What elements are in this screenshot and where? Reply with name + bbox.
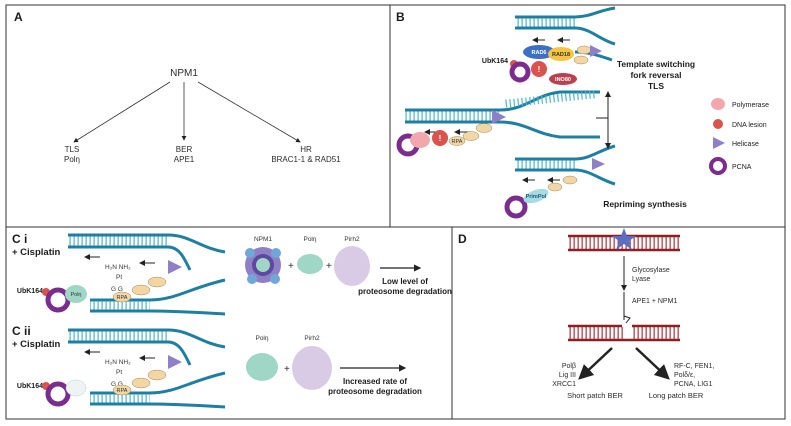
panel-b-label: B [396, 10, 405, 24]
legend: Polymerase DNA lesion Helicase PCNA [709, 98, 769, 175]
lesion-star-icon [612, 228, 636, 250]
ci-pol-label: Polη [70, 292, 81, 298]
helicase-icon [492, 110, 506, 124]
empty-polymerase-icon [65, 379, 87, 397]
pirh2-icon [292, 346, 332, 390]
ci-chem-pt: Pt [116, 274, 122, 281]
arrow-tls [73, 81, 171, 143]
ino80-label: INO80 [555, 77, 571, 83]
cii-pirh2-label: Pirh2 [304, 335, 320, 342]
panel-cii-label: C ii [12, 324, 31, 338]
branch-ber-line2: APE1 [174, 155, 195, 164]
panel-ci-label: C i [12, 232, 27, 246]
ci-rpa: RPA [117, 295, 128, 301]
cii-chem-nh: H₂N NH₂ [105, 359, 131, 366]
fork-middle [405, 90, 600, 139]
poleta-icon [297, 254, 323, 274]
ci-poleta-label: Polη [303, 236, 316, 243]
panel-ci-sub: + Cisplatin [12, 247, 60, 258]
rad6-label: RAD6 [532, 50, 547, 56]
pcna-ring-icon [504, 195, 528, 219]
poleta-icon [246, 353, 278, 381]
panel-a-label: A [14, 10, 23, 24]
panel-a-border [5, 4, 391, 228]
svg-text:+: + [326, 261, 332, 272]
legend-polymerase: Polymerase [732, 102, 769, 109]
lesion-icon [432, 130, 448, 146]
poleta-icon [65, 285, 87, 303]
ci-chem-gg: G G [111, 286, 123, 293]
lesion-mark: ! [538, 65, 541, 74]
pirh2-icon [334, 246, 370, 286]
cii-rpa: RPA [117, 388, 128, 394]
fork-ci [68, 233, 226, 316]
pcna-ring-icon [45, 381, 71, 407]
outcome-top-1: Template switching [617, 59, 695, 69]
d-short-3: XRCC1 [552, 381, 576, 388]
svg-text:+: + [284, 364, 290, 375]
outcome-bottom: Repriming synthesis [603, 199, 687, 209]
ci-ubk164: UbK164 [17, 288, 43, 295]
cii-result-1: Increased rate of [343, 377, 407, 386]
arrow-hr [197, 81, 301, 143]
polymerase-icon [711, 98, 725, 110]
legend-helicase: Helicase [732, 141, 759, 148]
lesion-mark: ! [439, 134, 442, 143]
d-short-title: Short patch BER [567, 391, 623, 400]
outcome-top-3: TLS [648, 81, 664, 91]
nicked-dna [568, 324, 680, 342]
panel-d-border [451, 226, 786, 420]
fork-top [515, 6, 616, 62]
branch-ber-line1: BER [176, 145, 193, 154]
npm1-root: NPM1 [170, 68, 198, 79]
legend-pcna: PCNA [732, 164, 752, 171]
outcome-top-2: fork reversal [630, 70, 681, 80]
d-long-3: PCNA, LIG1 [674, 381, 713, 388]
d-short-1: Polβ [562, 363, 576, 370]
ci-pirh2-label: Pirh2 [344, 236, 360, 243]
svg-text:+: + [288, 261, 294, 272]
cii-ubk164: UbK164 [17, 383, 43, 390]
branch-hr-line2: BRAC1-1 & RAD51 [271, 155, 341, 164]
branch-tls-line1: TLS [65, 145, 80, 154]
d-short-2: Lig III [559, 372, 576, 379]
cii-chem-gg: G G [111, 381, 123, 388]
fork-cii [68, 328, 226, 409]
d-long-1: RF-C, FEN1, [674, 363, 715, 370]
ci-chem-nh: H₂N NH₂ [105, 264, 131, 271]
helicase-icon [713, 137, 725, 149]
rad18-label: RAD18 [552, 52, 570, 58]
d-long-title: Long patch BER [649, 391, 704, 400]
pcna-ring-icon [509, 61, 531, 83]
panel-cii-sub: + Cisplatin [12, 339, 60, 350]
panel-d-label: D [458, 232, 467, 246]
d-step2: APE1 + NPM1 [632, 298, 677, 305]
branch-tls-line2: Polη [64, 155, 80, 164]
d-step1-2: Lyase [632, 276, 651, 283]
ci-npm1-label: NPM1 [254, 236, 272, 243]
cii-chem-pt: Pt [116, 369, 122, 376]
pcna-ring-icon [45, 287, 71, 313]
d-step1-1: Glycosylase [632, 267, 670, 274]
d-long-2: Polδ/ε, [674, 372, 695, 379]
cii-result-2: proteosome degradation [328, 387, 422, 396]
branch-hr-line1: HR [300, 145, 312, 154]
ubk164-label: UbK164 [482, 58, 508, 65]
npm1-pentamer-icon [245, 247, 281, 284]
pcna-icon [709, 157, 727, 175]
polymerase-icon [410, 132, 430, 148]
ci-result-2: proteosome degradation [358, 287, 452, 296]
lesion-icon [713, 119, 723, 129]
ci-result-1: Low level of [382, 277, 428, 286]
legend-lesion: DNA lesion [732, 122, 767, 129]
primpol-label: PrimPol [526, 194, 547, 200]
damaged-dna [568, 228, 680, 252]
rpa-label: RPA [452, 139, 463, 145]
cii-poleta-label: Polη [255, 335, 268, 342]
